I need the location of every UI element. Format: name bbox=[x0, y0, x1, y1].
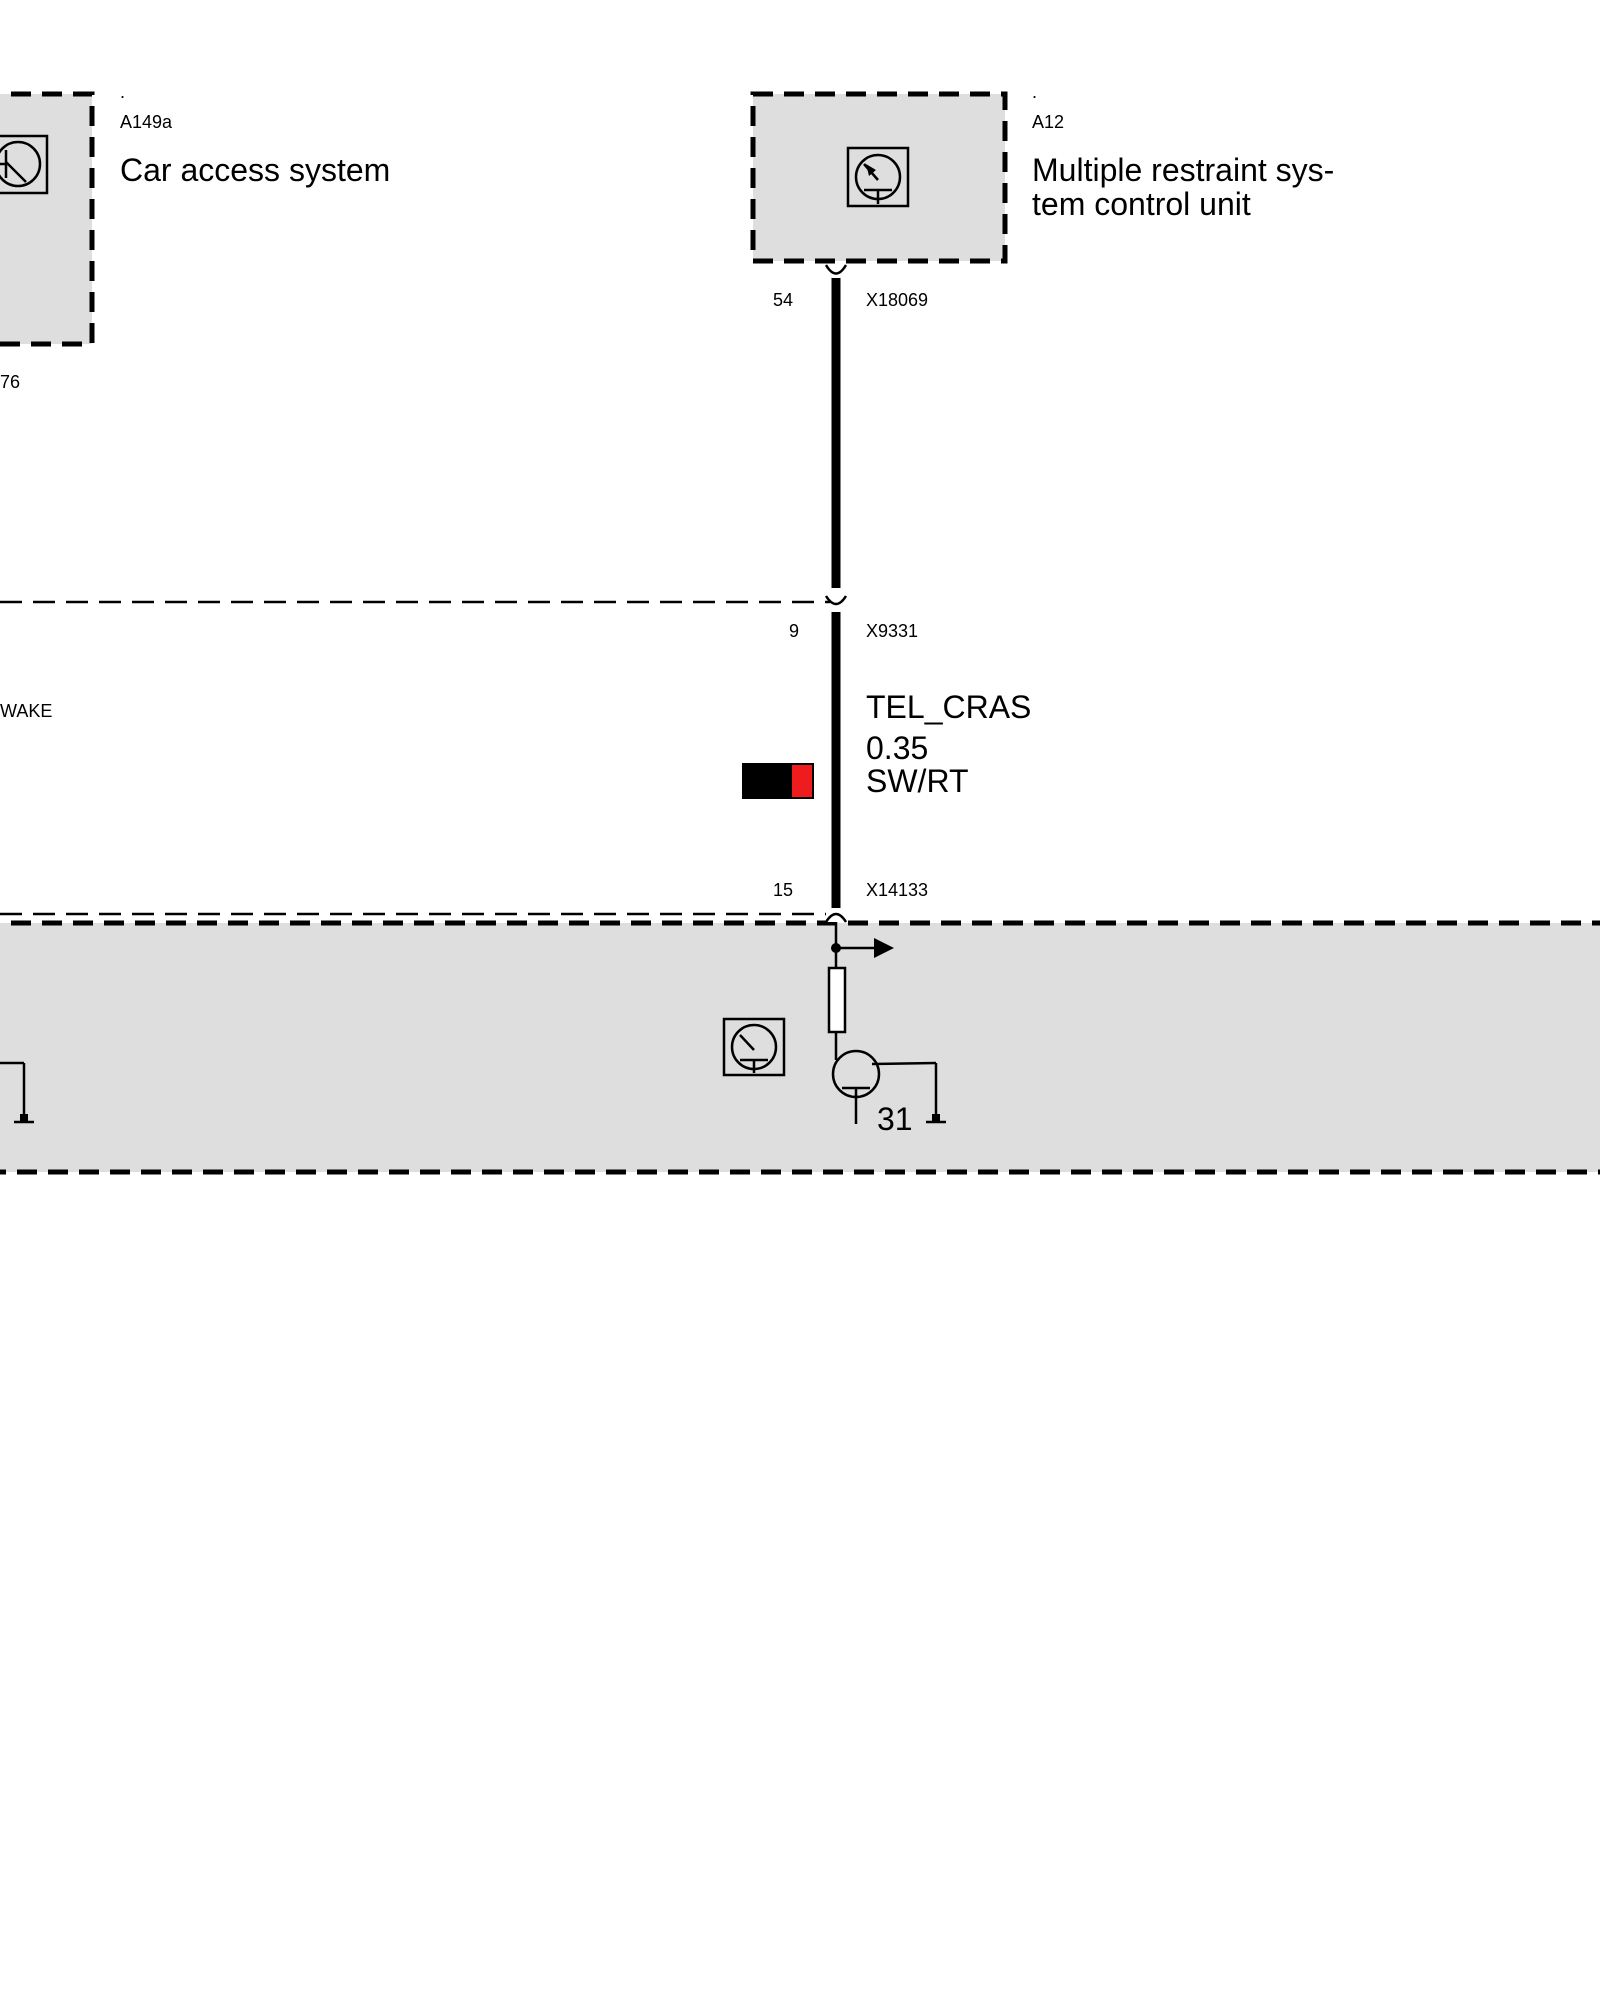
wire-cross-section: 0.35 bbox=[866, 730, 928, 766]
car-access-transistor-symbol bbox=[0, 134, 49, 195]
transistor-symbol bbox=[831, 1049, 946, 1124]
internal-circuit bbox=[0, 922, 946, 1124]
wire-color-code: SW/RT bbox=[866, 763, 969, 799]
output-arrow-icon bbox=[874, 938, 894, 958]
connector-x9331-symbol bbox=[824, 595, 848, 606]
connector-x18069-id: X18069 bbox=[866, 290, 928, 310]
car-access-pin: 76 bbox=[0, 372, 20, 392]
restraint-transistor-symbol bbox=[846, 146, 910, 208]
restraint-code: A12 bbox=[1032, 112, 1064, 132]
restraint-name-line1: Multiple restraint sys- bbox=[1032, 152, 1334, 188]
ground-label: 31 bbox=[877, 1101, 913, 1137]
restraint-name-line2: tem control unit bbox=[1032, 186, 1251, 222]
restraint-dot: . bbox=[1032, 82, 1037, 102]
resistor-symbol bbox=[827, 966, 847, 1034]
car-access-name: Car access system bbox=[120, 152, 390, 188]
wake-signal-label: WAKE bbox=[0, 701, 52, 721]
control-unit-transistor-icon bbox=[722, 1017, 786, 1077]
connector-x14133-symbol bbox=[824, 912, 848, 923]
wire-signal-name: TEL_CRAS bbox=[866, 689, 1031, 725]
connector-x18069-symbol bbox=[824, 264, 848, 275]
bottom-control-unit-box[interactable] bbox=[0, 920, 1600, 1175]
car-access-dot: . bbox=[120, 82, 125, 102]
connector-x14133-pin: 15 bbox=[773, 880, 793, 900]
restraint-control-unit-box[interactable] bbox=[750, 91, 1008, 264]
connector-x9331-id: X9331 bbox=[866, 621, 918, 641]
connector-x18069-pin: 54 bbox=[773, 290, 793, 310]
connector-x9331-pin: 9 bbox=[789, 621, 799, 641]
wire-color-swatch bbox=[742, 763, 814, 799]
connector-x14133-id: X14133 bbox=[866, 880, 928, 900]
car-access-code: A149a bbox=[120, 112, 173, 132]
car-access-system-box[interactable] bbox=[0, 91, 95, 347]
